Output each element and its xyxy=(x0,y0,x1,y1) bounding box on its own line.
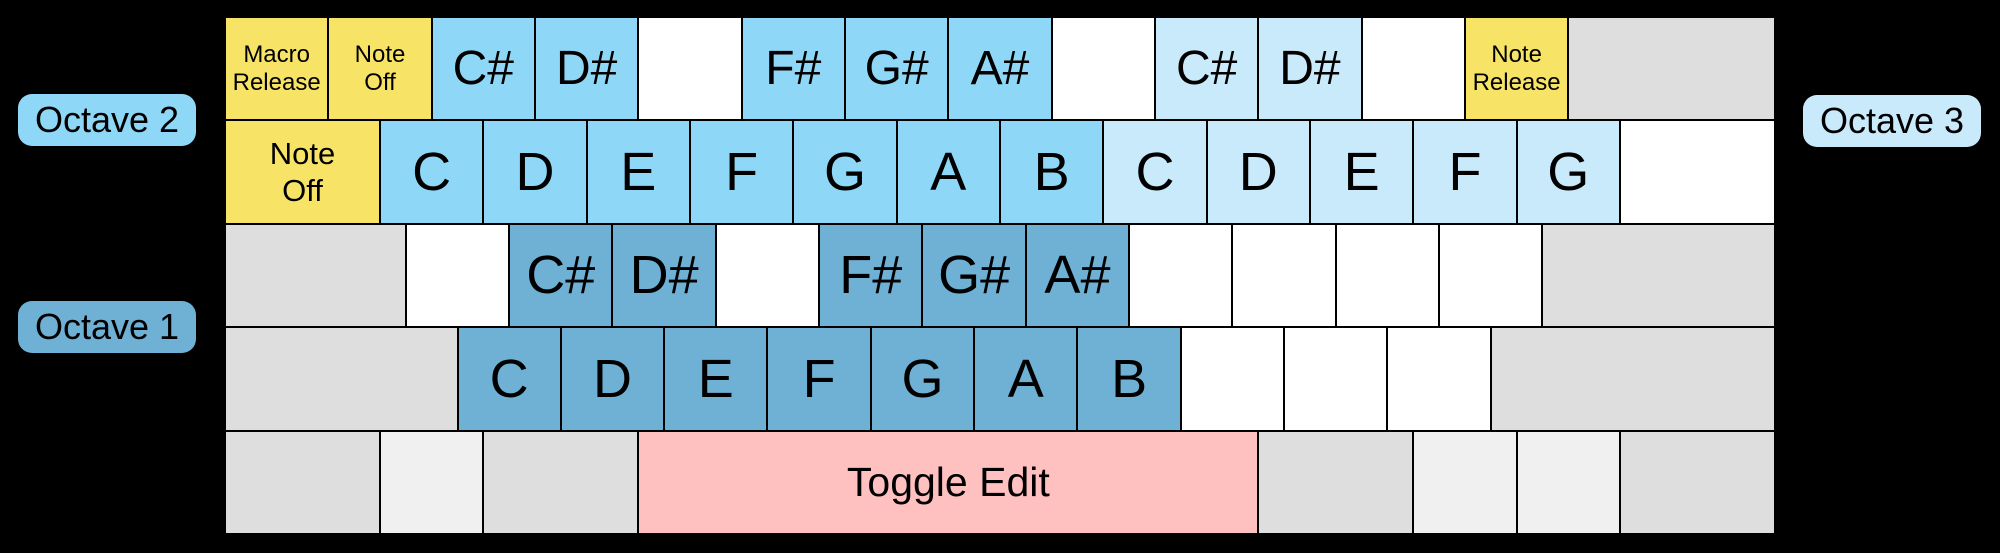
key-d: D xyxy=(560,327,665,431)
key-blank xyxy=(225,327,458,431)
key-c-sharp: C# xyxy=(509,223,613,328)
key-c: C xyxy=(1103,120,1207,224)
key-e: E xyxy=(664,327,768,431)
key-blank xyxy=(1284,327,1388,431)
key-blank xyxy=(1129,223,1233,328)
key-blank xyxy=(715,223,820,328)
key-note-off: Note Off xyxy=(225,120,380,224)
key-toggle-edit: Toggle Edit xyxy=(638,430,1259,534)
key-a-sharp: A# xyxy=(948,17,1052,121)
key-f: F xyxy=(767,327,871,431)
key-blank xyxy=(1361,17,1465,121)
key-d: D xyxy=(483,120,587,224)
key-f-sharp: F# xyxy=(819,223,923,328)
key-c-sharp: C# xyxy=(1154,17,1259,121)
key-d-sharp: D# xyxy=(612,223,716,328)
key-d: D xyxy=(1206,120,1310,224)
key-blank xyxy=(1619,430,1775,534)
key-g-sharp: G# xyxy=(844,17,949,121)
key-d-sharp: D# xyxy=(1258,17,1362,121)
octave-2-badge: Octave 2 xyxy=(18,94,197,146)
key-blank xyxy=(1490,327,1775,431)
key-blank xyxy=(225,430,380,534)
key-a: A xyxy=(974,327,1078,431)
key-blank xyxy=(405,223,510,328)
key-note-release: Note Release xyxy=(1464,17,1569,121)
key-note-off: Note Off xyxy=(328,17,432,121)
key-f: F xyxy=(689,120,794,224)
keyboard-row-3: C#D# F#G#A# xyxy=(225,223,1775,328)
key-blank xyxy=(1568,17,1775,121)
key-blank xyxy=(1439,223,1543,328)
key-c: C xyxy=(380,120,484,224)
key-c-sharp: C# xyxy=(431,17,535,121)
key-e: E xyxy=(1309,120,1414,224)
key-blank xyxy=(1619,120,1775,224)
key-b: B xyxy=(999,120,1104,224)
key-g-sharp: G# xyxy=(922,223,1026,328)
octave-3-badge: Octave 3 xyxy=(1803,95,1982,147)
key-g: G xyxy=(1516,120,1620,224)
key-macro-release: Macro Release xyxy=(225,17,329,121)
key-blank xyxy=(380,430,484,534)
octave-1-badge: Octave 1 xyxy=(18,301,197,353)
key-blank xyxy=(1258,430,1414,534)
key-blank xyxy=(1413,430,1517,534)
key-f: F xyxy=(1413,120,1517,224)
key-g: G xyxy=(870,327,975,431)
key-f-sharp: F# xyxy=(741,17,845,121)
key-a-sharp: A# xyxy=(1025,223,1130,328)
key-blank xyxy=(1516,430,1620,534)
keyboard-row-5: Toggle Edit xyxy=(225,430,1775,534)
key-a: A xyxy=(896,120,1000,224)
key-blank xyxy=(1051,17,1155,121)
key-blank xyxy=(638,17,742,121)
key-blank xyxy=(1232,223,1336,328)
key-blank xyxy=(1542,223,1775,328)
key-b: B xyxy=(1077,327,1181,431)
key-blank xyxy=(483,430,639,534)
key-d-sharp: D# xyxy=(534,17,639,121)
key-e: E xyxy=(586,120,690,224)
key-g: G xyxy=(793,120,897,224)
key-blank xyxy=(225,223,406,328)
key-blank xyxy=(1387,327,1491,431)
key-blank xyxy=(1335,223,1440,328)
key-c: C xyxy=(457,327,561,431)
key-blank xyxy=(1180,327,1285,431)
